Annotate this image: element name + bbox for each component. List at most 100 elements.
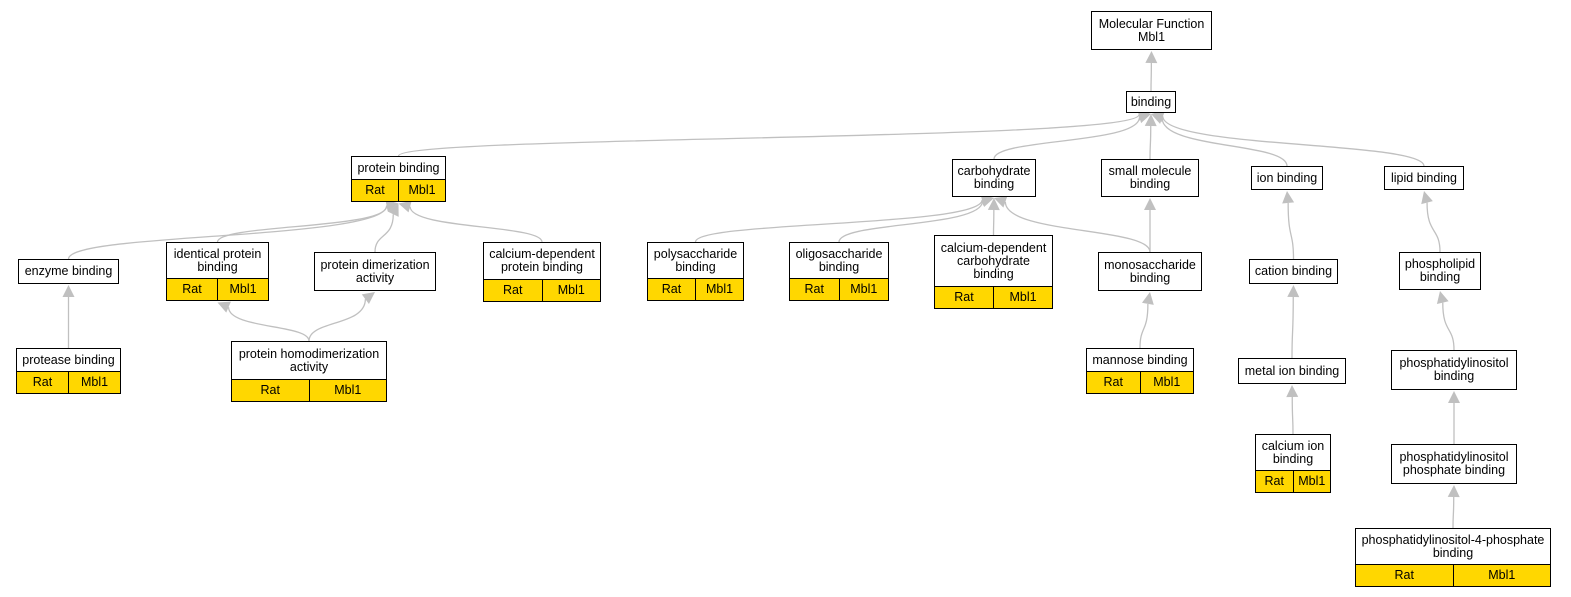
- gene-tag[interactable]: Mbl1: [308, 380, 387, 401]
- go-term-label: ion binding: [1256, 170, 1318, 185]
- gene-tag[interactable]: Mbl1: [993, 287, 1052, 308]
- species-tag[interactable]: Rat: [1103, 375, 1123, 389]
- species-tag[interactable]: Rat: [1264, 474, 1284, 488]
- species-tag[interactable]: Rat: [260, 383, 280, 397]
- species-tag[interactable]: Rat: [804, 282, 824, 296]
- go-term-node-mf[interactable]: Molecular Function Mbl1: [1091, 11, 1212, 50]
- go-term-label: calcium-dependent protein binding: [489, 247, 595, 274]
- species-tag[interactable]: Rat: [503, 283, 523, 297]
- annotation-row: Rat Mbl1: [1356, 564, 1550, 586]
- gene-tag[interactable]: Mbl1: [1452, 565, 1551, 586]
- species-tag[interactable]: Rat: [32, 375, 53, 389]
- go-term-node-phosphatidylinositol-phosphate-binding[interactable]: phosphatidylinositol phosphate binding: [1391, 444, 1517, 484]
- go-term-node-phospholipid-binding[interactable]: phospholipid binding: [1399, 252, 1481, 290]
- edge-phospholipid-binding-to-lipid-binding: [1426, 202, 1441, 253]
- gene-tag[interactable]: Mbl1: [838, 279, 889, 300]
- edge-mannose-binding-to-monosaccharide-binding: [1139, 303, 1149, 349]
- species-tag[interactable]: Rat: [661, 282, 682, 296]
- arrowhead: [994, 196, 1008, 208]
- arrowhead: [1282, 191, 1295, 204]
- arrowhead: [62, 285, 75, 297]
- annotation-row: Rat Mbl1: [648, 278, 743, 300]
- arrowhead: [1137, 111, 1151, 124]
- go-term-node-enzyme-binding[interactable]: enzyme binding: [18, 259, 119, 284]
- go-term-node-phosphatidylinositol-4-phosphate-binding[interactable]: phosphatidylinositol-4-phosphate binding…: [1355, 528, 1551, 587]
- go-term-label: protease binding: [22, 352, 115, 367]
- go-term-label: phosphatidylinositol phosphate binding: [1399, 450, 1509, 477]
- arrowhead: [361, 292, 375, 304]
- edge-protein-binding-to-binding: [397, 114, 1140, 157]
- go-term-node-lipid-binding[interactable]: lipid binding: [1384, 166, 1464, 190]
- arrowhead: [1448, 391, 1460, 403]
- go-term-label: calcium ion binding: [1261, 438, 1325, 466]
- go-term-node-metal-ion-binding[interactable]: metal ion binding: [1238, 358, 1346, 384]
- go-term-node-ion-binding[interactable]: ion binding: [1251, 166, 1323, 190]
- go-term-label: protein binding: [357, 160, 440, 175]
- go-term-node-monosaccharide-binding[interactable]: monosaccharide binding: [1098, 252, 1202, 291]
- edge-phosphatidylinositol-4-phosphate-binding-to-phosphatidylinositol-phosphate-binding: [1452, 496, 1455, 529]
- annotation-row: Rat Mbl1: [352, 179, 445, 201]
- go-term-label: binding: [1130, 94, 1172, 109]
- edge-protein-dimerization-activity-to-protein-binding: [374, 214, 394, 253]
- go-term-label: lipid binding: [1390, 170, 1458, 185]
- species-tag[interactable]: Rat: [954, 290, 974, 304]
- arrowhead: [398, 200, 412, 213]
- arrowhead: [1141, 292, 1154, 305]
- edge-metal-ion-binding-to-cation-binding: [1291, 296, 1294, 359]
- go-term-node-carbohydrate-binding[interactable]: carbohydrate binding: [952, 159, 1036, 197]
- species-tag[interactable]: Rat: [182, 282, 202, 296]
- go-term-label: oligosaccharide binding: [795, 246, 883, 274]
- gene-tag[interactable]: Mbl1: [217, 279, 268, 300]
- arrowhead: [1144, 198, 1156, 210]
- gene-tag[interactable]: Mbl1: [541, 280, 601, 301]
- go-term-label: small molecule binding: [1108, 164, 1192, 191]
- go-term-label: protein dimerization activity: [320, 257, 430, 285]
- edge-protein-homodimerization-activity-to-identical-protein-binding: [227, 307, 310, 342]
- edge-cation-binding-to-ion-binding: [1287, 202, 1295, 260]
- arrowhead: [1287, 285, 1300, 298]
- gene-tag[interactable]: Mbl1: [398, 180, 445, 201]
- go-term-label: metal ion binding: [1244, 363, 1340, 378]
- go-term-label: cation binding: [1254, 264, 1333, 278]
- edge-lipid-binding-to-binding: [1162, 116, 1425, 167]
- gene-tag[interactable]: Mbl1: [68, 372, 120, 393]
- annotation-row: Rat Mbl1: [1256, 470, 1330, 492]
- go-term-label: mannose binding: [1092, 352, 1188, 367]
- arrowhead: [385, 200, 399, 212]
- edge-ion-binding-to-binding: [1161, 118, 1288, 167]
- annotation-row: Rat Mbl1: [1087, 371, 1193, 393]
- edge-identical-protein-binding-to-protein-binding: [216, 205, 388, 243]
- arrowhead: [1151, 110, 1164, 123]
- go-term-node-small-molecule-binding[interactable]: small molecule binding: [1101, 159, 1199, 197]
- go-term-node-binding[interactable]: binding: [1126, 91, 1176, 113]
- go-term-node-phosphatidylinositol-binding[interactable]: phosphatidylinositol binding: [1391, 350, 1517, 390]
- arrowhead: [1286, 385, 1299, 398]
- arrowhead: [1144, 114, 1157, 127]
- species-tag[interactable]: Rat: [365, 183, 385, 197]
- go-term-node-cation-binding[interactable]: cation binding: [1249, 259, 1338, 284]
- arrowhead: [980, 195, 994, 208]
- arrowhead: [1447, 485, 1460, 498]
- arrowhead: [987, 198, 1000, 211]
- annotation-row: Rat Mbl1: [484, 279, 600, 301]
- gene-tag[interactable]: Mbl1: [695, 279, 743, 300]
- gene-tag[interactable]: Mbl1: [1292, 471, 1331, 492]
- annotation-row: Rat Mbl1: [167, 278, 268, 300]
- go-term-label: identical protein binding: [173, 246, 262, 274]
- go-term-node-protein-dimerization-activity[interactable]: protein dimerization activity: [314, 252, 436, 291]
- go-term-label: monosaccharide binding: [1104, 257, 1196, 285]
- edge-calcium-ion-binding-to-metal-ion-binding: [1291, 396, 1294, 435]
- species-tag[interactable]: Rat: [1394, 568, 1414, 582]
- gene-tag[interactable]: Mbl1: [1139, 372, 1194, 393]
